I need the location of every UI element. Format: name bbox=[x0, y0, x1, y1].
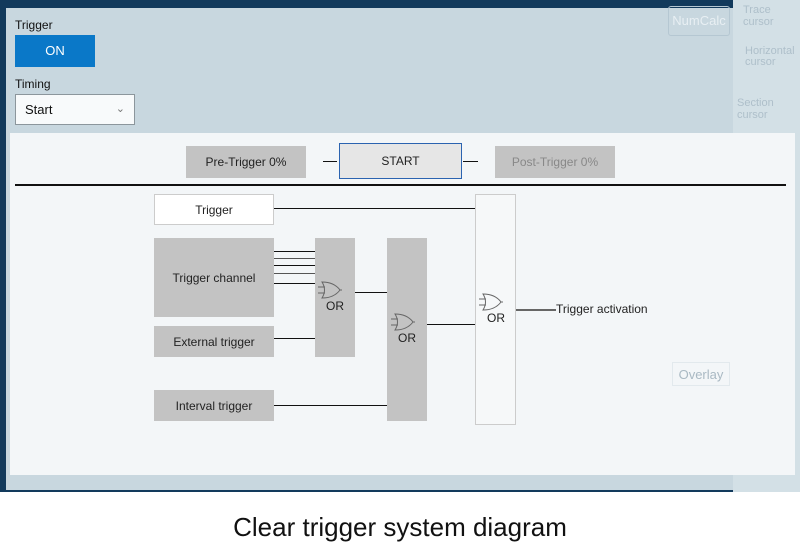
or-label: OR bbox=[487, 311, 505, 325]
caption: Clear trigger system diagram bbox=[233, 512, 567, 542]
wire bbox=[355, 292, 387, 293]
connector bbox=[463, 161, 478, 162]
post-trigger-box[interactable]: Post-Trigger 0% bbox=[495, 146, 615, 178]
interval-trigger-box: Interval trigger bbox=[154, 390, 274, 421]
connector bbox=[323, 161, 337, 162]
or-label: OR bbox=[326, 299, 344, 313]
wire bbox=[427, 324, 475, 325]
wire bbox=[516, 309, 556, 311]
trigger-activation-label: Trigger activation bbox=[556, 302, 648, 316]
start-box[interactable]: START bbox=[339, 143, 462, 179]
side-item-section-cursor[interactable]: Section cursor bbox=[737, 97, 774, 121]
or-gate-icon bbox=[479, 293, 503, 311]
trigger-channel-box: Trigger channel bbox=[154, 238, 274, 317]
side-item-horizontal-cursor[interactable]: Horizontal cursor bbox=[745, 45, 795, 68]
or-gate-icon bbox=[318, 281, 342, 299]
side-item-trace-cursor[interactable]: Trace cursor bbox=[743, 4, 774, 28]
wire bbox=[274, 283, 315, 284]
numcalc-button[interactable]: NumCalc bbox=[668, 6, 730, 36]
overlay-button[interactable]: Overlay bbox=[672, 362, 730, 386]
wire bbox=[274, 265, 315, 266]
chevron-down-icon: ⌄ bbox=[115, 103, 125, 115]
or-label: OR bbox=[398, 331, 416, 345]
trigger-box: Trigger bbox=[154, 194, 274, 225]
wire bbox=[274, 251, 315, 252]
trigger-label: Trigger bbox=[15, 18, 53, 32]
or-gate-icon bbox=[391, 313, 415, 331]
or-gate-block-2 bbox=[387, 238, 427, 421]
pre-trigger-box[interactable]: Pre-Trigger 0% bbox=[186, 146, 306, 178]
external-trigger-box: External trigger bbox=[154, 326, 274, 357]
wire bbox=[274, 338, 315, 339]
or-gate-block-1 bbox=[315, 238, 355, 357]
wire bbox=[274, 208, 475, 209]
or-gate-block-3 bbox=[475, 194, 516, 425]
wire bbox=[274, 258, 315, 259]
timing-label: Timing bbox=[15, 77, 51, 91]
timing-dropdown[interactable]: Start ⌄ bbox=[15, 94, 135, 125]
timing-value: Start bbox=[25, 102, 53, 117]
wire bbox=[274, 405, 387, 406]
wire bbox=[274, 273, 315, 274]
divider bbox=[15, 184, 786, 186]
trigger-on-button[interactable]: ON bbox=[15, 35, 95, 67]
